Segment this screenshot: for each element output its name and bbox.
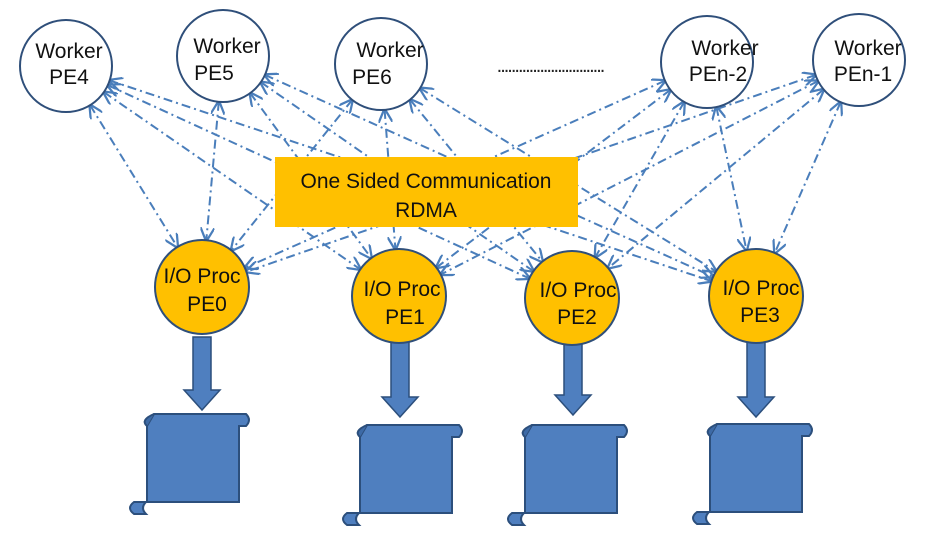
rdma-banner: One Sided Communication RDMA [275, 157, 578, 227]
io-proc-label: I/O Proc [722, 277, 799, 300]
write-arrows [182, 336, 776, 419]
io-proc-node [524, 250, 620, 346]
down-arrow-icon [736, 336, 776, 419]
io-proc-pe2: I/O Proc PE2 [524, 250, 620, 346]
worker-pe6: Worker PE6 [334, 17, 428, 111]
worker-node [19, 19, 113, 113]
io-proc-label: I/O Proc [163, 265, 240, 288]
down-arrow-icon [553, 336, 593, 417]
worker-node [176, 9, 270, 103]
io-proc-pe0: I/O Proc PE0 [154, 239, 250, 335]
worker-id: PE6 [352, 66, 392, 89]
io-proc-id: PE0 [187, 293, 227, 316]
io-proc-pe3: I/O Proc PE3 [708, 248, 804, 344]
worker-label: Worker [356, 39, 423, 62]
worker-label: Worker [834, 37, 901, 60]
worker-id: PE5 [194, 62, 234, 85]
worker-label: Worker [35, 40, 102, 63]
scroll-icon [692, 423, 813, 525]
io-proc-label: I/O Proc [363, 278, 440, 301]
rdma-arrow [775, 102, 841, 253]
worker-node [660, 15, 754, 109]
storage-scrolls [129, 413, 813, 526]
worker-pe4: Worker PE4 [19, 19, 113, 113]
worker-pe5: Worker PE5 [176, 9, 270, 103]
worker-pen-1: Worker PEn-1 [812, 13, 906, 107]
down-arrow-icon [182, 336, 222, 412]
io-proc-id: PE3 [740, 304, 780, 327]
worker-id: PEn-2 [689, 63, 747, 86]
worker-label: Worker [691, 37, 758, 60]
worker-node [334, 17, 428, 111]
io-proc-node [154, 239, 250, 335]
worker-pen-2: Worker PEn-2 [660, 15, 759, 109]
io-proc-id: PE2 [557, 306, 597, 329]
scroll-icon [507, 424, 628, 526]
worker-id: PEn-1 [834, 63, 892, 86]
worker-label: Worker [193, 35, 260, 58]
banner-box [275, 157, 578, 227]
scroll-icon [129, 413, 250, 515]
io-proc-label: I/O Proc [539, 279, 616, 302]
scroll-icon [342, 424, 463, 526]
io-proc-node [351, 248, 447, 344]
io-proc-pe1: I/O Proc PE1 [351, 248, 447, 344]
worker-id: PE4 [49, 66, 89, 89]
io-proc-node [708, 248, 804, 344]
banner-subtitle: RDMA [395, 199, 457, 222]
worker-node [812, 13, 906, 107]
down-arrow-icon [380, 338, 420, 419]
io-proc-id: PE1 [385, 306, 425, 329]
rdma-arrow [716, 107, 746, 250]
rdma-arrow [206, 102, 219, 240]
more-workers-ellipsis: .............................. [497, 55, 604, 77]
rdma-arrow [608, 89, 823, 268]
rdma-arrow [90, 105, 177, 247]
banner-title: One Sided Communication [301, 170, 552, 193]
